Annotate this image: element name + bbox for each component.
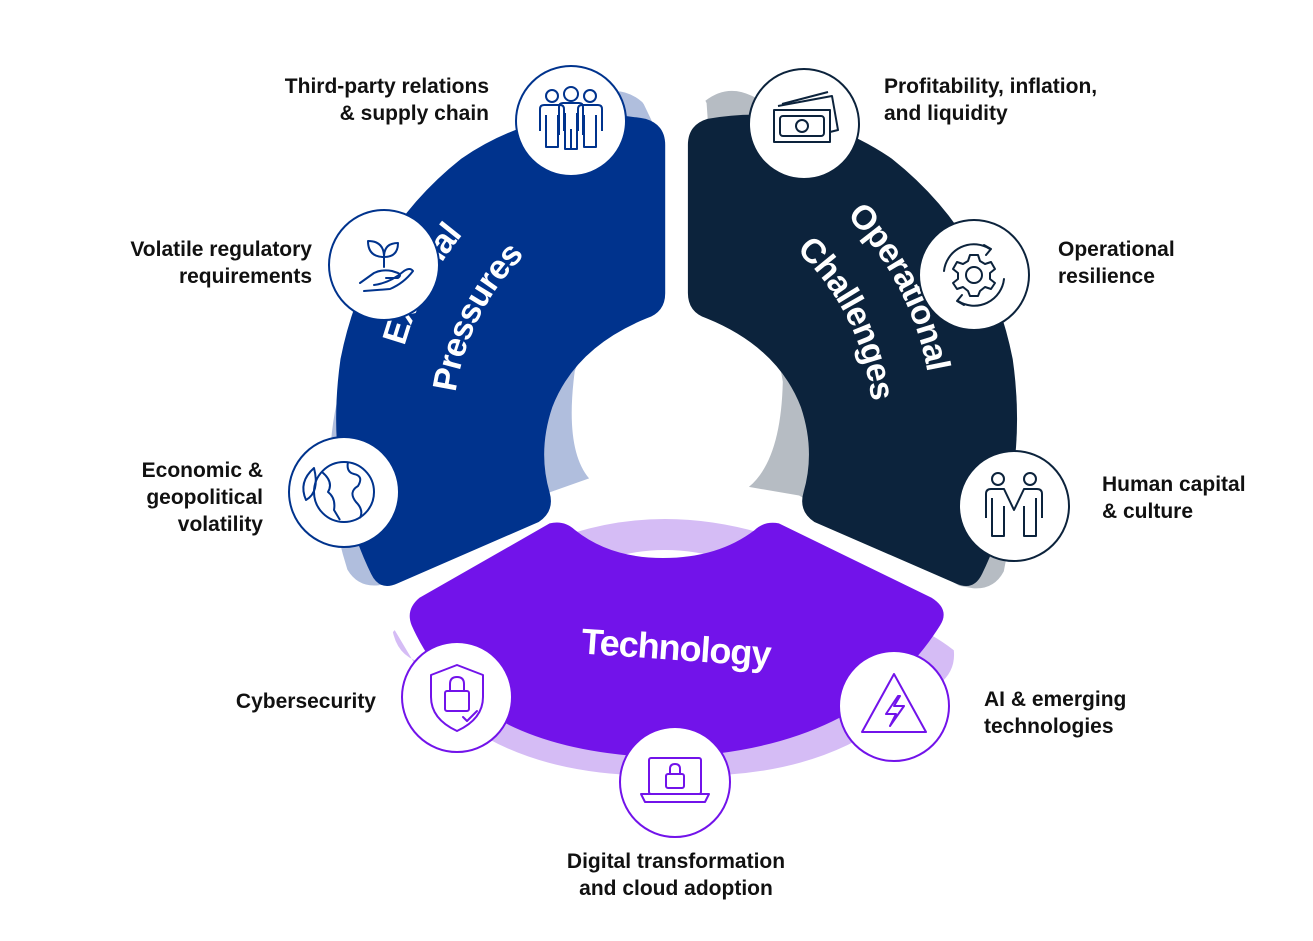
label-cybersecurity: Cybersecurity xyxy=(235,690,376,713)
label-profitability: Profitability, inflation, and liquidity xyxy=(884,75,1098,125)
operational-challenges-segment xyxy=(687,114,1018,587)
label-regulatory: Volatile regulatory requirements xyxy=(130,238,312,288)
money-stack-icon xyxy=(748,68,860,180)
globe-leaf-icon xyxy=(288,436,400,548)
handshake-people-icon xyxy=(958,450,1070,562)
technology-track-inner xyxy=(573,519,761,560)
lightning-triangle-icon xyxy=(838,650,950,762)
shield-lock-icon xyxy=(401,641,513,753)
people-group-icon xyxy=(515,65,627,177)
label-third-party: Third-party relations & supply chain xyxy=(284,75,489,125)
laptop-lock-icon xyxy=(619,726,731,838)
label-economic: Economic & geopolitical volatility xyxy=(141,459,263,536)
label-human-capital: Human capital & culture xyxy=(1102,473,1246,523)
label-digital: Digital transformation and cloud adoptio… xyxy=(566,850,786,900)
technology-segment xyxy=(409,522,944,758)
gear-cycle-icon xyxy=(918,219,1030,331)
label-ai: AI & emerging technologies xyxy=(984,688,1127,738)
hand-sprout-icon xyxy=(328,209,440,321)
label-resilience: Operational resilience xyxy=(1058,238,1175,288)
